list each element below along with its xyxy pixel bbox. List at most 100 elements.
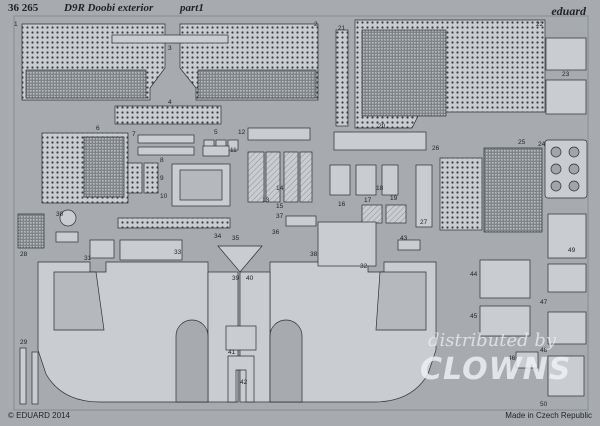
part-28 — [17, 213, 45, 249]
part-lower-right-window — [375, 271, 427, 331]
part-number-16: 16 — [338, 201, 346, 208]
part-25-grill — [483, 147, 543, 233]
part-44 — [479, 259, 531, 299]
part-7-bar-b — [137, 146, 195, 156]
part-29b — [31, 351, 39, 405]
part-number-4: 4 — [168, 99, 172, 106]
part-number-45: 45 — [470, 313, 478, 320]
part-42-bracket — [227, 355, 255, 403]
part-13 — [247, 151, 265, 203]
part-46 — [515, 351, 539, 369]
origin-text: Made in Czech Republic — [505, 411, 592, 420]
part-50 — [547, 355, 585, 397]
part-27 — [415, 164, 433, 228]
part-37 — [285, 215, 317, 227]
part-48 — [547, 311, 587, 345]
part-number-48: 48 — [540, 347, 548, 354]
part-number-3: 3 — [168, 45, 172, 52]
part-23-upper — [545, 37, 587, 71]
watermark: distributed by CLOWNS — [420, 330, 590, 400]
part-number-31: 31 — [84, 255, 92, 262]
part-21-strip — [335, 29, 349, 127]
header-code: 36 265 — [8, 2, 39, 14]
part-30b — [55, 231, 79, 243]
part-number-1: 1 — [14, 21, 18, 28]
part-number-33: 33 — [174, 249, 182, 256]
part-number-27: 27 — [420, 219, 428, 226]
part-number-28: 28 — [20, 251, 28, 258]
part-number-10: 10 — [160, 193, 168, 200]
part-41 — [225, 325, 257, 351]
part-number-20: 20 — [378, 123, 386, 130]
part-38 — [317, 221, 377, 267]
part-30 — [59, 209, 77, 227]
brand-logo: eduard — [551, 4, 586, 18]
part-number-15: 15 — [276, 203, 284, 210]
part-4-long-strip — [114, 105, 222, 125]
part-number-2: 2 — [314, 21, 318, 28]
part-9 — [143, 162, 159, 194]
part-number-12: 12 — [238, 129, 246, 136]
part-26-grill — [439, 157, 483, 231]
part-number-40: 40 — [246, 275, 254, 282]
part-49-frame — [547, 213, 587, 259]
part-number-13: 13 — [262, 197, 270, 204]
part-number-29: 29 — [20, 339, 28, 346]
part-29a — [19, 347, 27, 405]
part-33 — [119, 239, 183, 261]
part-number-37: 37 — [276, 213, 284, 220]
part-number-42: 42 — [240, 379, 248, 386]
part-15b — [299, 151, 313, 203]
part-47 — [547, 263, 587, 293]
part-number-14: 14 — [276, 185, 284, 192]
part-19 — [361, 204, 383, 224]
part-number-7: 7 — [132, 131, 136, 138]
fret-frame — [13, 15, 589, 411]
part-number-21: 21 — [338, 25, 346, 32]
part-number-44: 44 — [470, 271, 478, 278]
part-number-50: 50 — [540, 401, 548, 408]
part-39 — [217, 245, 263, 273]
part-45 — [479, 305, 531, 337]
right-wheel-cutout — [269, 319, 303, 403]
part-number-30: 30 — [56, 211, 64, 218]
part-number-6: 6 — [96, 125, 100, 132]
part-number-23: 23 — [562, 71, 570, 78]
part-22-mesh — [361, 29, 447, 117]
part-7-bar — [137, 134, 195, 144]
part-12-row — [247, 127, 311, 141]
part-6-mesh — [83, 136, 125, 198]
part-number-24: 24 — [538, 141, 546, 148]
part-1-mesh — [25, 69, 147, 99]
part-34-strip — [117, 217, 231, 229]
part-19b — [385, 204, 407, 224]
part-lower-left-window — [53, 271, 105, 331]
part-number-38: 38 — [310, 251, 318, 258]
part-11 — [202, 145, 230, 157]
part-number-35: 35 — [232, 235, 240, 242]
part-number-25: 25 — [518, 139, 526, 146]
part-number-49: 49 — [568, 247, 576, 254]
watermark-line1: distributed by — [428, 330, 557, 351]
part-number-46: 46 — [508, 355, 516, 362]
part-number-34: 34 — [214, 233, 222, 240]
part-number-41: 41 — [228, 349, 236, 356]
part-17 — [355, 164, 377, 196]
part-number-8: 8 — [160, 157, 164, 164]
part-number-36: 36 — [272, 229, 280, 236]
part-31 — [89, 239, 115, 259]
part-number-11: 11 — [230, 147, 237, 154]
part-number-18: 18 — [376, 185, 384, 192]
part-number-5: 5 — [214, 129, 218, 136]
part-15 — [283, 151, 299, 203]
part-8 — [127, 162, 143, 194]
part-43 — [397, 239, 421, 251]
part-number-9: 9 — [160, 175, 164, 182]
part-number-22: 22 — [536, 21, 544, 28]
header-title: D9R Doobi exterior — [64, 2, 154, 14]
part-number-26: 26 — [432, 145, 440, 152]
part-number-17: 17 — [364, 197, 372, 204]
part-18 — [381, 164, 399, 196]
